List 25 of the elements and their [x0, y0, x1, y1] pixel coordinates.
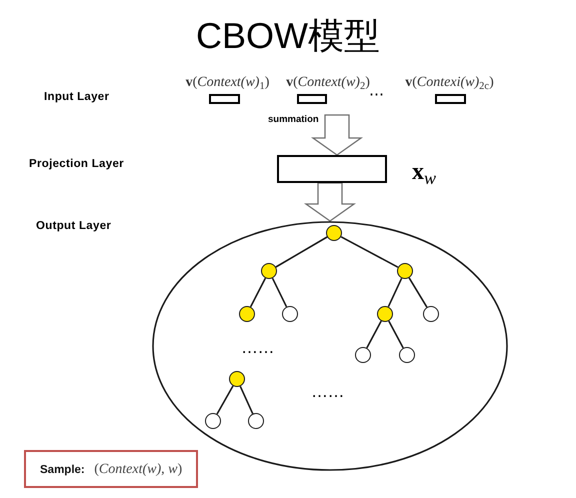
tree-edge [388, 320, 404, 348]
hollow-arrow [310, 114, 364, 156]
tree-edge [408, 277, 428, 308]
tree-edge [366, 320, 382, 348]
tree-edge [250, 278, 266, 308]
tree-edge [276, 236, 328, 268]
vector-label: v(Contexi(w)$_{2c}$) [405, 76, 494, 90]
vector-label: v(Context(w)$_{2}$) [286, 76, 370, 90]
title: CBOW模型 [196, 14, 380, 58]
tree-edge [388, 278, 402, 308]
tree-edge [272, 278, 288, 308]
tree-edge [216, 386, 234, 414]
tree-edge [240, 386, 254, 414]
projection-label: x$_{w}$ [412, 160, 436, 184]
ellipsis-dots: …… [241, 341, 274, 355]
sample-text: Sample: (Context(w), w) [40, 460, 182, 478]
layer-label: Input Layer [44, 90, 110, 104]
ellipsis-dots: ⋯ [369, 88, 384, 102]
layer-label: Output Layer [36, 219, 112, 233]
layer-label: Projection Layer [29, 157, 124, 171]
tree-edge [340, 236, 398, 268]
vector-label: v(Context(w)$_{1}$) [186, 76, 270, 90]
ellipsis-dots: …… [311, 385, 344, 399]
sample-box [24, 450, 198, 488]
hollow-arrow [304, 182, 356, 222]
